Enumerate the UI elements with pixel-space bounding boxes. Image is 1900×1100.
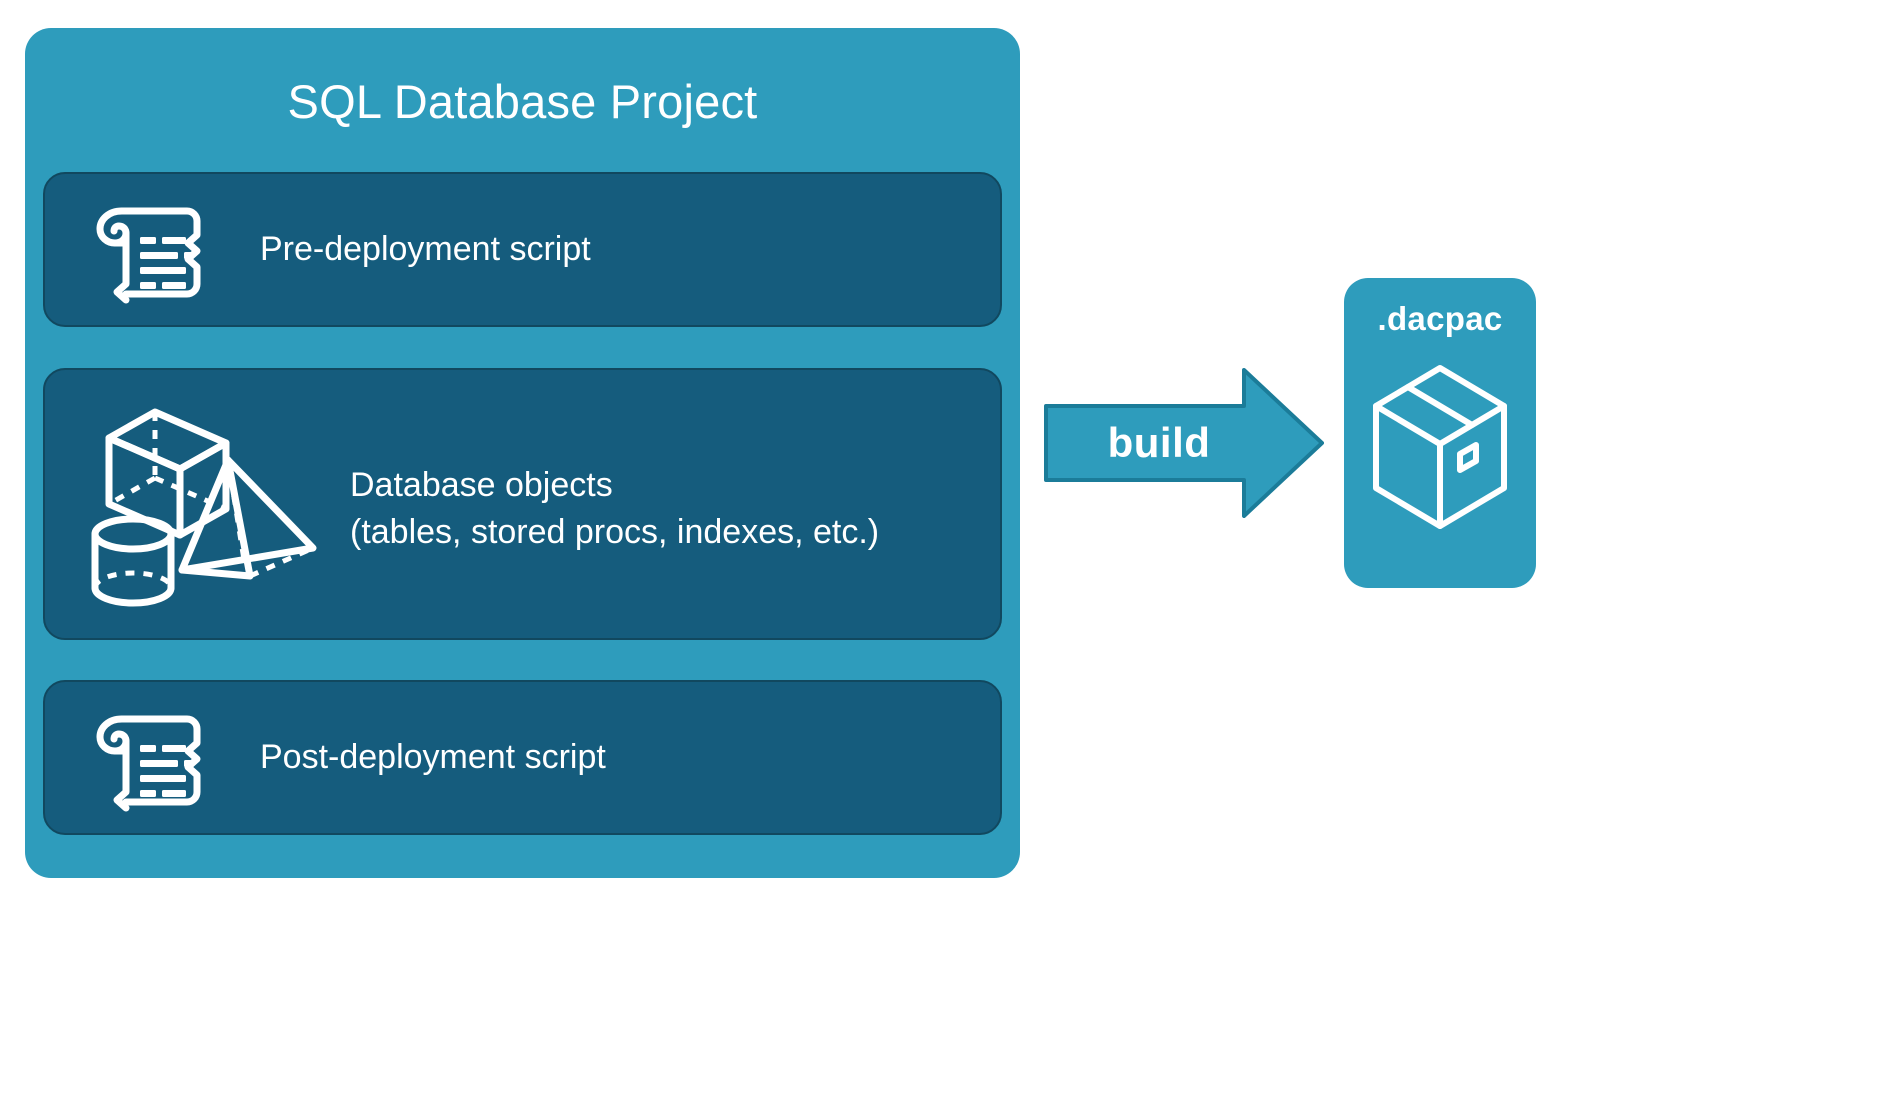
shapes-icon <box>85 398 335 618</box>
dacpac-title: .dacpac <box>1377 300 1503 337</box>
cylinder-icon <box>91 515 175 607</box>
cube-hidden-edges <box>107 412 228 512</box>
package-box-icon <box>1370 362 1510 532</box>
scroll-icon <box>90 202 208 304</box>
pyramid-hidden-edges <box>225 459 315 579</box>
build-arrow <box>1044 368 1324 518</box>
scroll-icon <box>90 710 208 812</box>
panel-label-database-objects: Database objects (tables, stored procs, … <box>350 466 880 551</box>
panel-pre-deployment[interactable]: Pre-deployment script <box>43 172 1002 327</box>
sql-database-project-card: SQL Database Project <box>25 28 1020 878</box>
panel-label-pre-deployment: Pre-deployment script <box>260 230 591 268</box>
page-title: SQL Database Project <box>287 75 758 128</box>
panel-label-post-deployment: Post-deployment script <box>260 738 606 776</box>
panel-database-objects[interactable]: Database objects (tables, stored procs, … <box>43 368 1002 640</box>
dacpac-output-card: .dacpac <box>1344 278 1536 588</box>
pyramid-icon <box>178 456 317 580</box>
panel-post-deployment[interactable]: Post-deployment script <box>43 680 1002 835</box>
cylinder-hidden-edge <box>92 570 174 589</box>
